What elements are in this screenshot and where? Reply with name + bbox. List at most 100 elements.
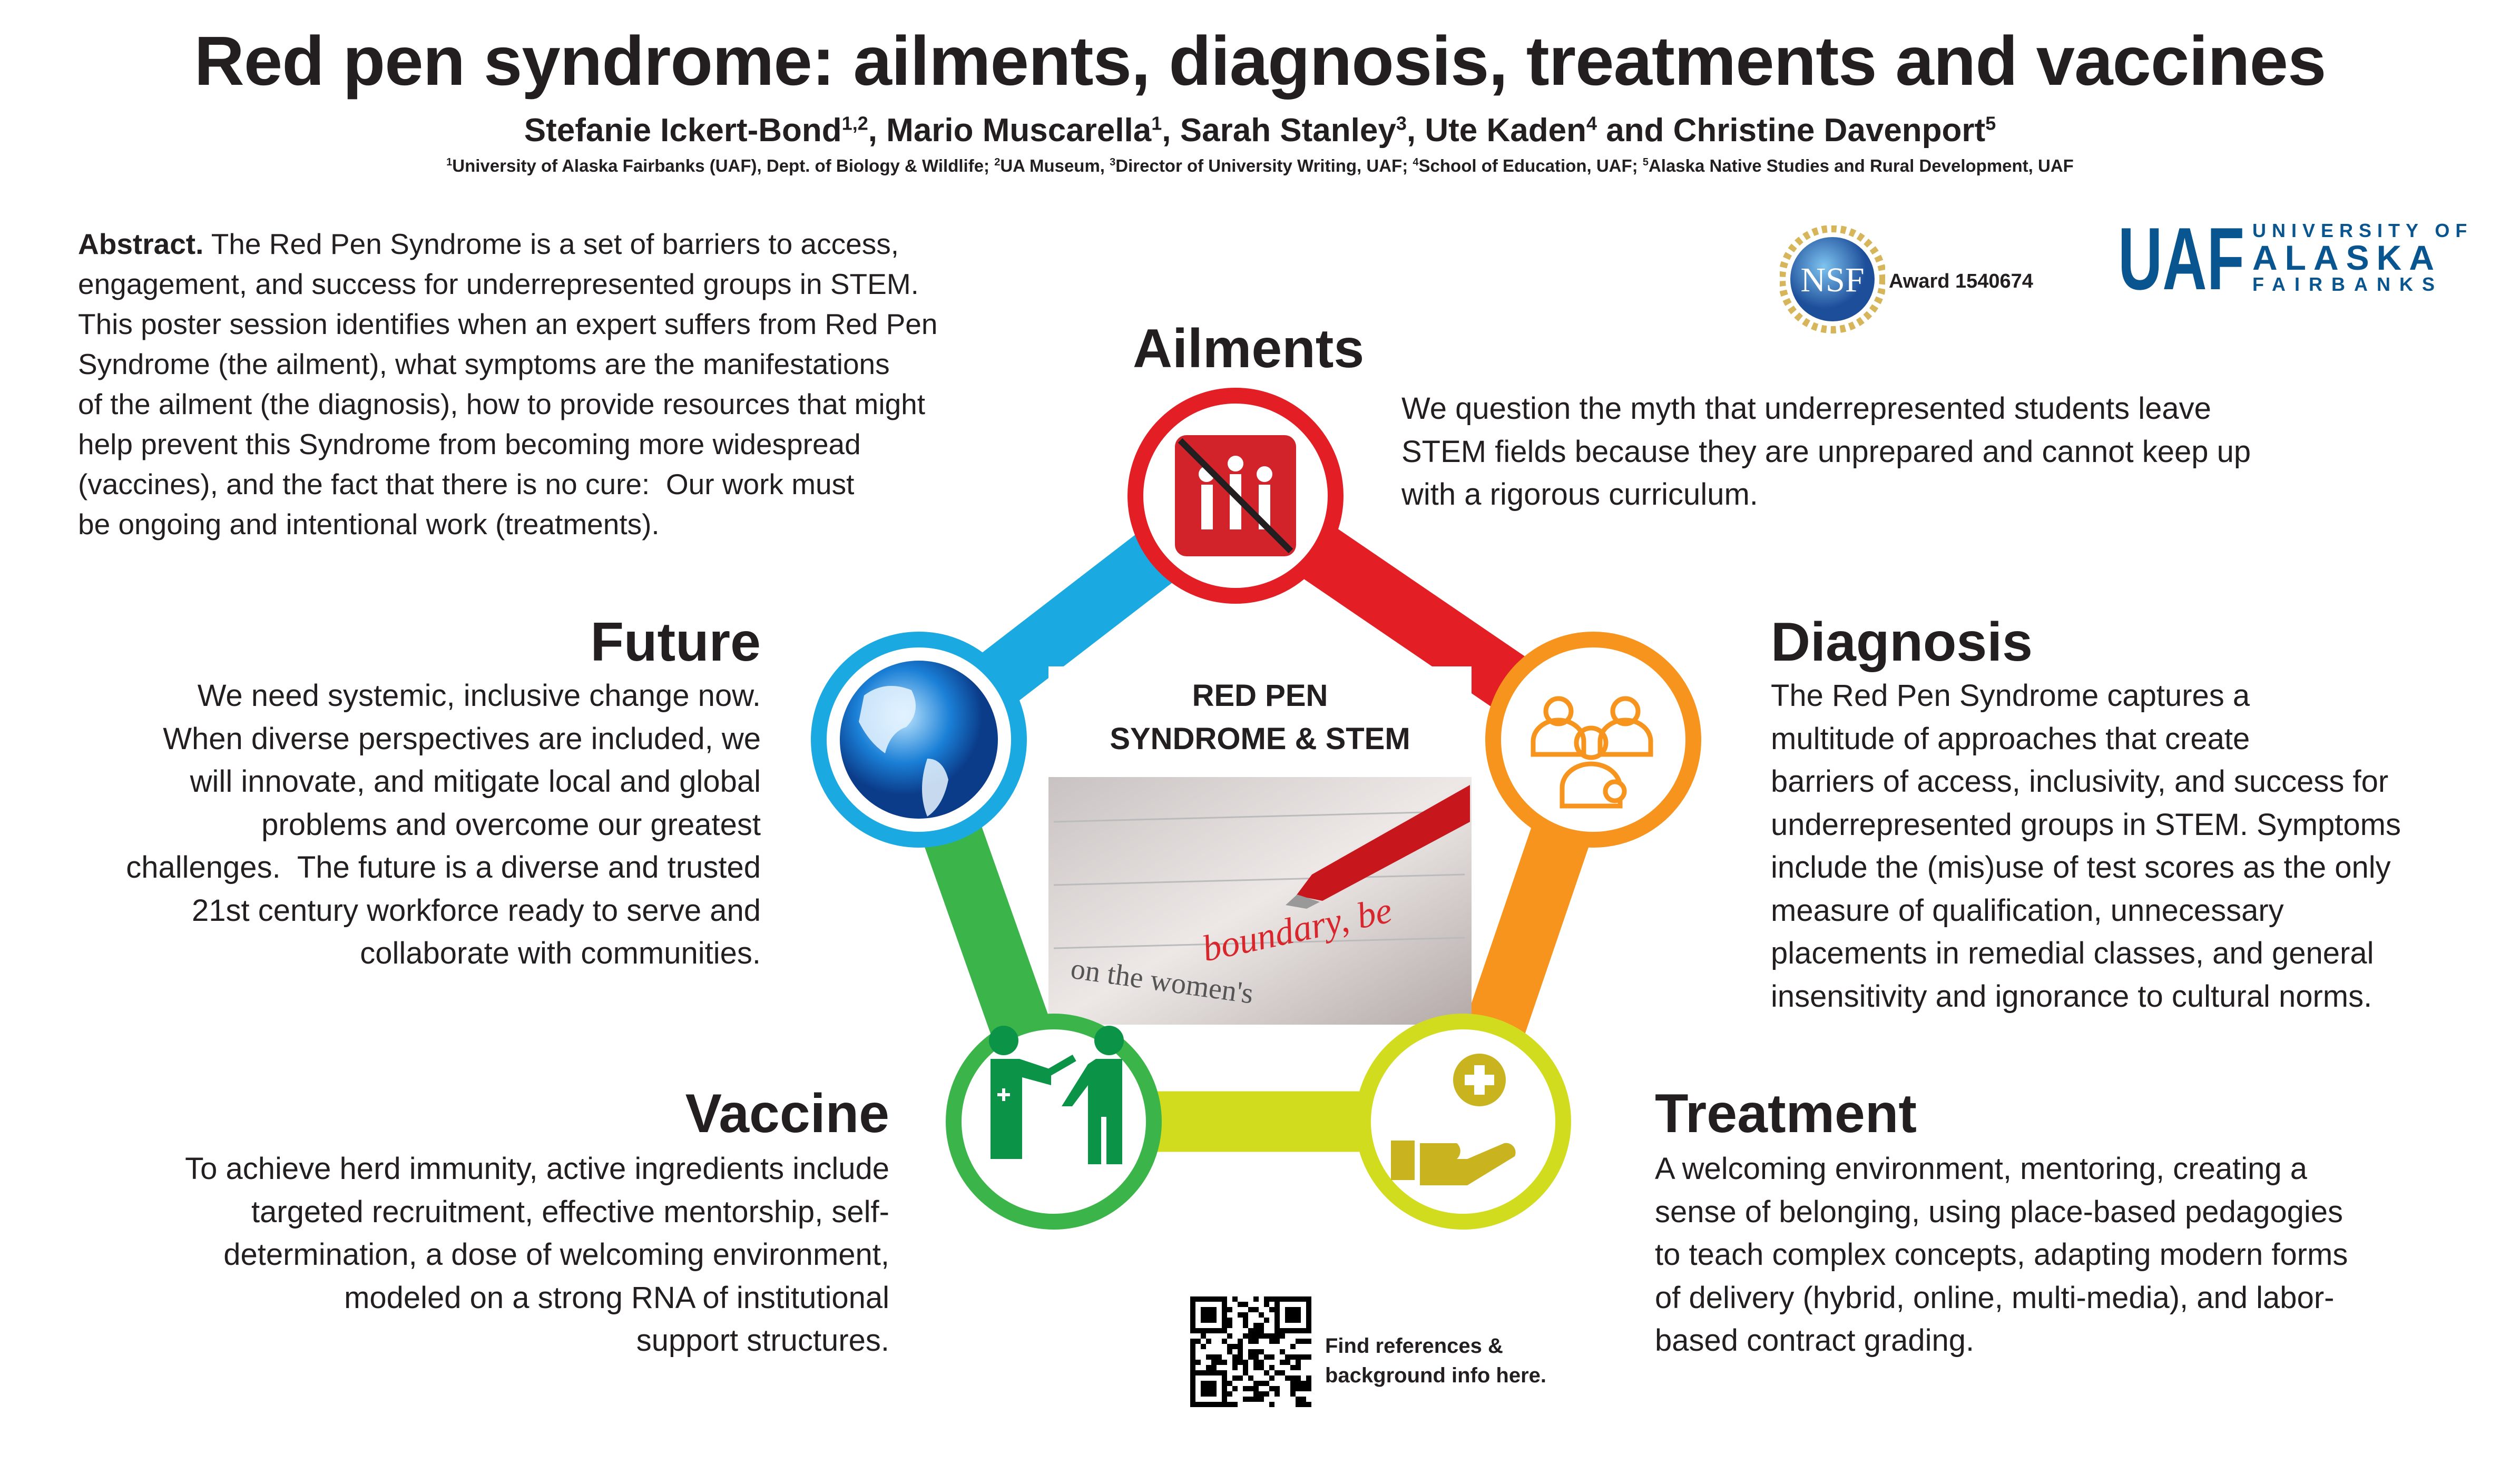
qr-module xyxy=(1238,1339,1243,1344)
qr-module xyxy=(1306,1318,1311,1323)
qr-module xyxy=(1280,1349,1285,1354)
qr-module xyxy=(1296,1307,1301,1312)
author-sup: 1 xyxy=(1151,112,1162,134)
qr-module xyxy=(1227,1391,1232,1397)
qr-code[interactable] xyxy=(1190,1296,1311,1408)
qr-module xyxy=(1222,1296,1227,1302)
author: Christine Davenport5 xyxy=(1673,112,1996,149)
red-pen-icon xyxy=(1286,785,1470,909)
qr-module xyxy=(1285,1312,1290,1318)
treatment-heading: Treatment xyxy=(1655,1083,1917,1144)
qr-module xyxy=(1306,1402,1311,1407)
affil-text: Director of University Writing, UAF; xyxy=(1115,156,1413,175)
abstract-text: The Red Pen Syndrome is a set of barrier… xyxy=(203,228,899,260)
qr-module xyxy=(1195,1360,1201,1365)
qr-module xyxy=(1253,1354,1259,1360)
author-sup: 5 xyxy=(1985,112,1996,134)
qr-module xyxy=(1222,1318,1227,1323)
qr-module xyxy=(1248,1354,1253,1360)
ailments-heading: Ailments xyxy=(1133,318,1365,379)
diagnosis-line: The Red Pen Syndrome captures a xyxy=(1771,679,2250,713)
author: Ute Kaden4 and xyxy=(1425,112,1673,149)
qr-module xyxy=(1264,1354,1269,1360)
qr-module xyxy=(1306,1381,1311,1386)
qr-module xyxy=(1243,1302,1248,1307)
qr-module xyxy=(1243,1397,1248,1402)
qr-module xyxy=(1232,1296,1238,1302)
qr-module xyxy=(1238,1349,1243,1354)
diagnosis-heading: Diagnosis xyxy=(1771,612,2033,673)
qr-module xyxy=(1269,1365,1274,1370)
qr-module xyxy=(1296,1354,1301,1360)
qr-module xyxy=(1306,1323,1311,1328)
uaf-monogram-icon: UAF xyxy=(2118,209,2244,308)
qr-module xyxy=(1222,1402,1227,1407)
qr-module xyxy=(1211,1296,1217,1302)
diagnosis-node xyxy=(1485,632,1701,848)
qr-module xyxy=(1211,1370,1217,1375)
qr-module xyxy=(1195,1402,1201,1407)
qr-module xyxy=(1190,1354,1195,1360)
uaf-line1: UNIVERSITY OF xyxy=(2252,220,2473,241)
qr-module xyxy=(1280,1370,1285,1375)
qr-caption: Find references & background info here. xyxy=(1325,1331,1546,1390)
qr-module xyxy=(1222,1312,1227,1318)
qr-module xyxy=(1280,1328,1285,1333)
future-line: problems and overcome our greatest xyxy=(261,807,761,842)
slash-icon xyxy=(1178,438,1293,554)
qr-module xyxy=(1211,1360,1217,1365)
qr-module xyxy=(1201,1402,1206,1407)
qr-module xyxy=(1201,1307,1206,1312)
qr-module xyxy=(1269,1307,1274,1312)
qr-module xyxy=(1227,1323,1232,1328)
author: Sarah Stanley3, xyxy=(1180,112,1425,149)
qr-module xyxy=(1206,1328,1211,1333)
treatment-line: sense of belonging, using place-based pe… xyxy=(1655,1194,2343,1229)
vaccine-line: modeled on a strong RNA of institutional xyxy=(344,1280,889,1315)
qr-module xyxy=(1301,1328,1306,1333)
qr-module xyxy=(1296,1386,1301,1391)
author-name: Sarah Stanley xyxy=(1180,112,1396,149)
qr-module xyxy=(1296,1318,1301,1323)
qr-module xyxy=(1217,1360,1222,1365)
qr-module xyxy=(1306,1386,1311,1391)
affil-sup: 4 xyxy=(1413,156,1419,168)
qr-module xyxy=(1190,1397,1195,1402)
qr-module xyxy=(1290,1328,1296,1333)
future-node xyxy=(811,632,1027,848)
qr-module xyxy=(1301,1397,1306,1402)
qr-module xyxy=(1190,1302,1195,1307)
qr-module xyxy=(1248,1375,1253,1381)
qr-module xyxy=(1264,1391,1269,1397)
qr-module xyxy=(1243,1333,1248,1339)
poster-title: Red pen syndrome: ailments, diagnosis, t… xyxy=(194,22,2327,100)
qr-module xyxy=(1253,1339,1259,1344)
qr-module xyxy=(1211,1328,1217,1333)
qr-module xyxy=(1206,1381,1211,1386)
affil-text: UA Museum, xyxy=(1000,156,1110,175)
qr-module xyxy=(1201,1328,1206,1333)
qr-module xyxy=(1253,1323,1259,1328)
qr-module xyxy=(1222,1386,1227,1391)
qr-module xyxy=(1201,1296,1206,1302)
qr-module xyxy=(1227,1307,1232,1312)
qr-module xyxy=(1280,1360,1285,1365)
qr-module xyxy=(1274,1333,1280,1339)
qr-module xyxy=(1259,1349,1264,1354)
vaccine-line: support structures. xyxy=(636,1323,889,1358)
qr-module xyxy=(1222,1307,1227,1312)
author-sup: 3 xyxy=(1396,112,1407,134)
qr-module xyxy=(1222,1360,1227,1365)
qr-module xyxy=(1217,1354,1222,1360)
qr-module xyxy=(1206,1386,1211,1391)
qr-module xyxy=(1238,1360,1243,1365)
qr-module xyxy=(1190,1312,1195,1318)
abstract: Abstract. The Red Pen Syndrome is a set … xyxy=(78,224,937,544)
qr-module xyxy=(1243,1323,1248,1328)
qr-module xyxy=(1248,1386,1253,1391)
qr-module xyxy=(1211,1381,1217,1386)
qr-module xyxy=(1227,1349,1232,1354)
qr-module xyxy=(1190,1402,1195,1407)
qr-module xyxy=(1274,1386,1280,1391)
vaccine-heading: Vaccine xyxy=(685,1083,889,1144)
